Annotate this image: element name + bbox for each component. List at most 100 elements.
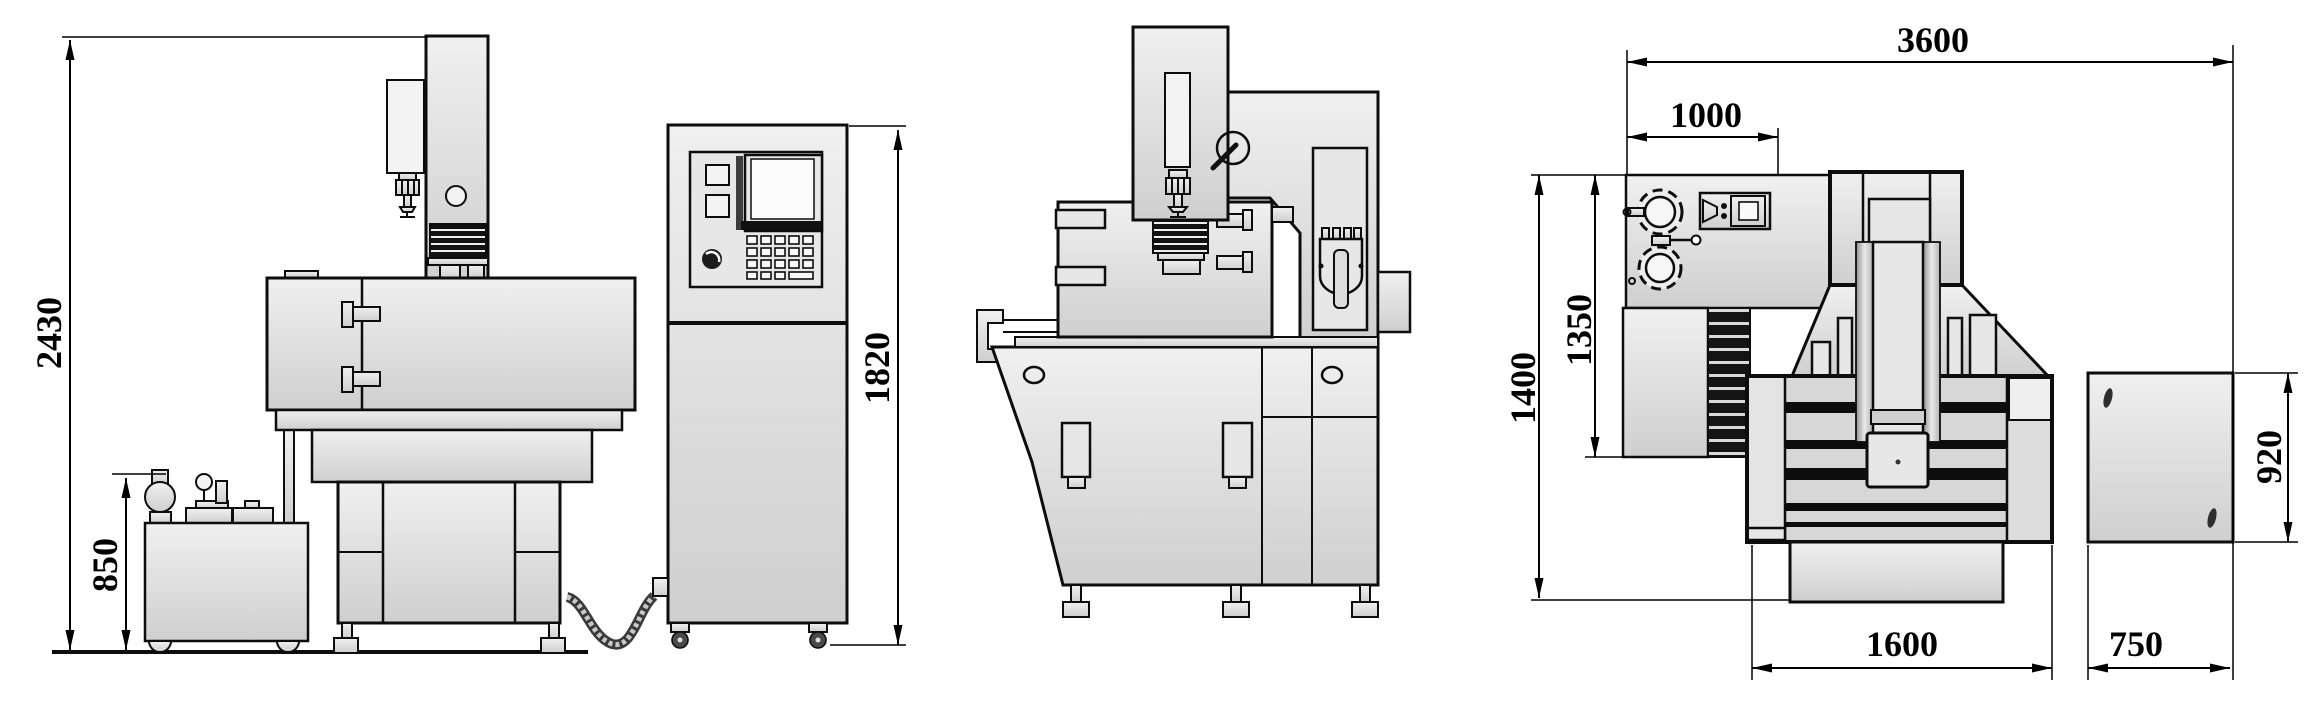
machine-plan — [1745, 170, 2054, 604]
table-left-rail-cell — [1745, 526, 1787, 542]
lid-handle — [1627, 207, 1645, 217]
dim-cabinet-width-label: 750 — [2109, 624, 2163, 664]
door-latch-lower — [341, 366, 381, 393]
window-fixture — [1318, 227, 1364, 309]
fluid-unit-plan — [1621, 173, 1835, 459]
caster-left — [670, 622, 690, 649]
cabinet-hinge-1 — [2103, 388, 2113, 408]
power-hose-corrugation — [566, 594, 656, 647]
table-left-rail — [1745, 374, 1787, 544]
keypad — [746, 235, 814, 280]
dim-fluid-unit-width: 1000 — [1627, 95, 1779, 175]
dim-overall-width-label: 3600 — [1897, 20, 1969, 60]
dim-overall-height: 2430 — [29, 36, 428, 650]
knob-highlight — [705, 250, 721, 263]
lid-handle-ring — [1622, 207, 1632, 217]
dim-table-width-label: 1600 — [1866, 624, 1938, 664]
tank-sill — [274, 408, 624, 432]
dim-overall-depth: 1400 — [1503, 174, 1790, 601]
dim-cabinet-depth-label: 920 — [2249, 430, 2289, 484]
dim-cabinet-width: 750 — [2087, 545, 2230, 680]
head-plan-inner — [1867, 197, 1932, 245]
ram-collar — [1870, 409, 1926, 425]
fluid-tank-body — [143, 521, 310, 643]
bellows-side — [1152, 219, 1209, 275]
bed-pocket-left — [1060, 421, 1092, 479]
spindle — [395, 172, 420, 218]
handwheel-lever — [1210, 142, 1239, 171]
tank-wheel-left — [147, 640, 173, 653]
work-tank-front — [265, 276, 637, 412]
cover-post-1 — [1836, 316, 1854, 378]
top-platform-left — [185, 507, 233, 525]
ram-plan — [1871, 240, 1925, 435]
cabinet-plan — [2086, 371, 2235, 544]
handwheel — [1215, 130, 1251, 166]
table-right-cell — [2008, 377, 2052, 421]
column-side-box — [1376, 270, 1412, 334]
dim-overall-width: 3600 — [1626, 20, 2234, 680]
pump-base — [149, 511, 172, 524]
top-platform-right — [232, 507, 274, 525]
ram-guard — [386, 79, 425, 174]
tank-side-tab — [1271, 206, 1294, 223]
dim-fluid-unit-depth-label: 1350 — [1559, 294, 1599, 366]
lid-link-eye — [1690, 234, 1702, 246]
machine-front — [265, 34, 658, 654]
leveling-foot-right — [540, 622, 566, 654]
screen-side-strip — [736, 156, 743, 230]
small-port — [1628, 277, 1636, 285]
dim-cabinet-depth: 920 — [2235, 372, 2298, 543]
bed-front-plan — [1788, 540, 2005, 604]
dim-overall-depth-label: 1400 — [1503, 352, 1543, 424]
dim-table-width: 1600 — [1751, 545, 2053, 680]
dim-cabinet-height-label: 1820 — [857, 332, 897, 404]
caster-right — [808, 622, 828, 649]
crt-screen — [750, 158, 815, 220]
cabinet-hinge-2 — [2207, 508, 2217, 528]
dim-overall-height-label: 2430 — [29, 297, 69, 369]
dim-fluid-unit-height-label: 850 — [85, 538, 125, 592]
lift-hole-left — [1022, 365, 1046, 385]
dim-cabinet-height: 1820 — [830, 125, 906, 646]
bed-pocket-right — [1221, 421, 1254, 479]
column-hole — [445, 185, 467, 207]
cover-post-3 — [1968, 313, 1998, 378]
bed-pocket-right-step — [1228, 476, 1247, 489]
control-cabinet-front — [652, 123, 849, 649]
pump-motor — [144, 481, 176, 513]
screen-shelf — [741, 221, 821, 230]
cover-post-2 — [1946, 316, 1964, 378]
lid-link — [1651, 235, 1671, 246]
dim-fluid-unit-width-label: 1000 — [1670, 95, 1742, 135]
bellows-front — [427, 223, 489, 279]
cover-post-0 — [1810, 340, 1832, 378]
pump-plan — [1698, 191, 1772, 231]
saddle — [310, 428, 594, 484]
door-latch-upper — [341, 301, 381, 328]
tank-wheel-right — [275, 640, 301, 653]
bed-pocket-left-step — [1067, 476, 1086, 489]
dim-fluid-unit-height: 850 — [85, 473, 166, 650]
spindle-side — [1165, 169, 1191, 218]
spindle-center-mark — [1895, 459, 1901, 465]
panel-button-1 — [705, 164, 730, 186]
ram-side — [1164, 72, 1191, 168]
pressure-gauge — [195, 473, 213, 491]
drain-pipe — [283, 427, 295, 525]
hose-connector — [652, 577, 669, 597]
filter-lid-2-inner — [1644, 252, 1676, 284]
front-view: 2430 850 1820 — [29, 34, 906, 654]
tank-notch-upper — [1054, 208, 1107, 230]
tank-handle-lower — [1216, 251, 1253, 273]
side-view — [976, 25, 1412, 618]
fluid-unit-front-block — [1621, 306, 1710, 459]
side-feet — [1062, 584, 1379, 618]
heat-exchanger-louver — [1707, 307, 1751, 458]
dim-fluid-unit-depth: 1350 — [1559, 175, 1626, 458]
tank-notch-lower — [1054, 265, 1107, 287]
top-view: 3600 1000 1400 1350 1600 920 — [1503, 20, 2298, 680]
valve-lever — [215, 480, 228, 504]
